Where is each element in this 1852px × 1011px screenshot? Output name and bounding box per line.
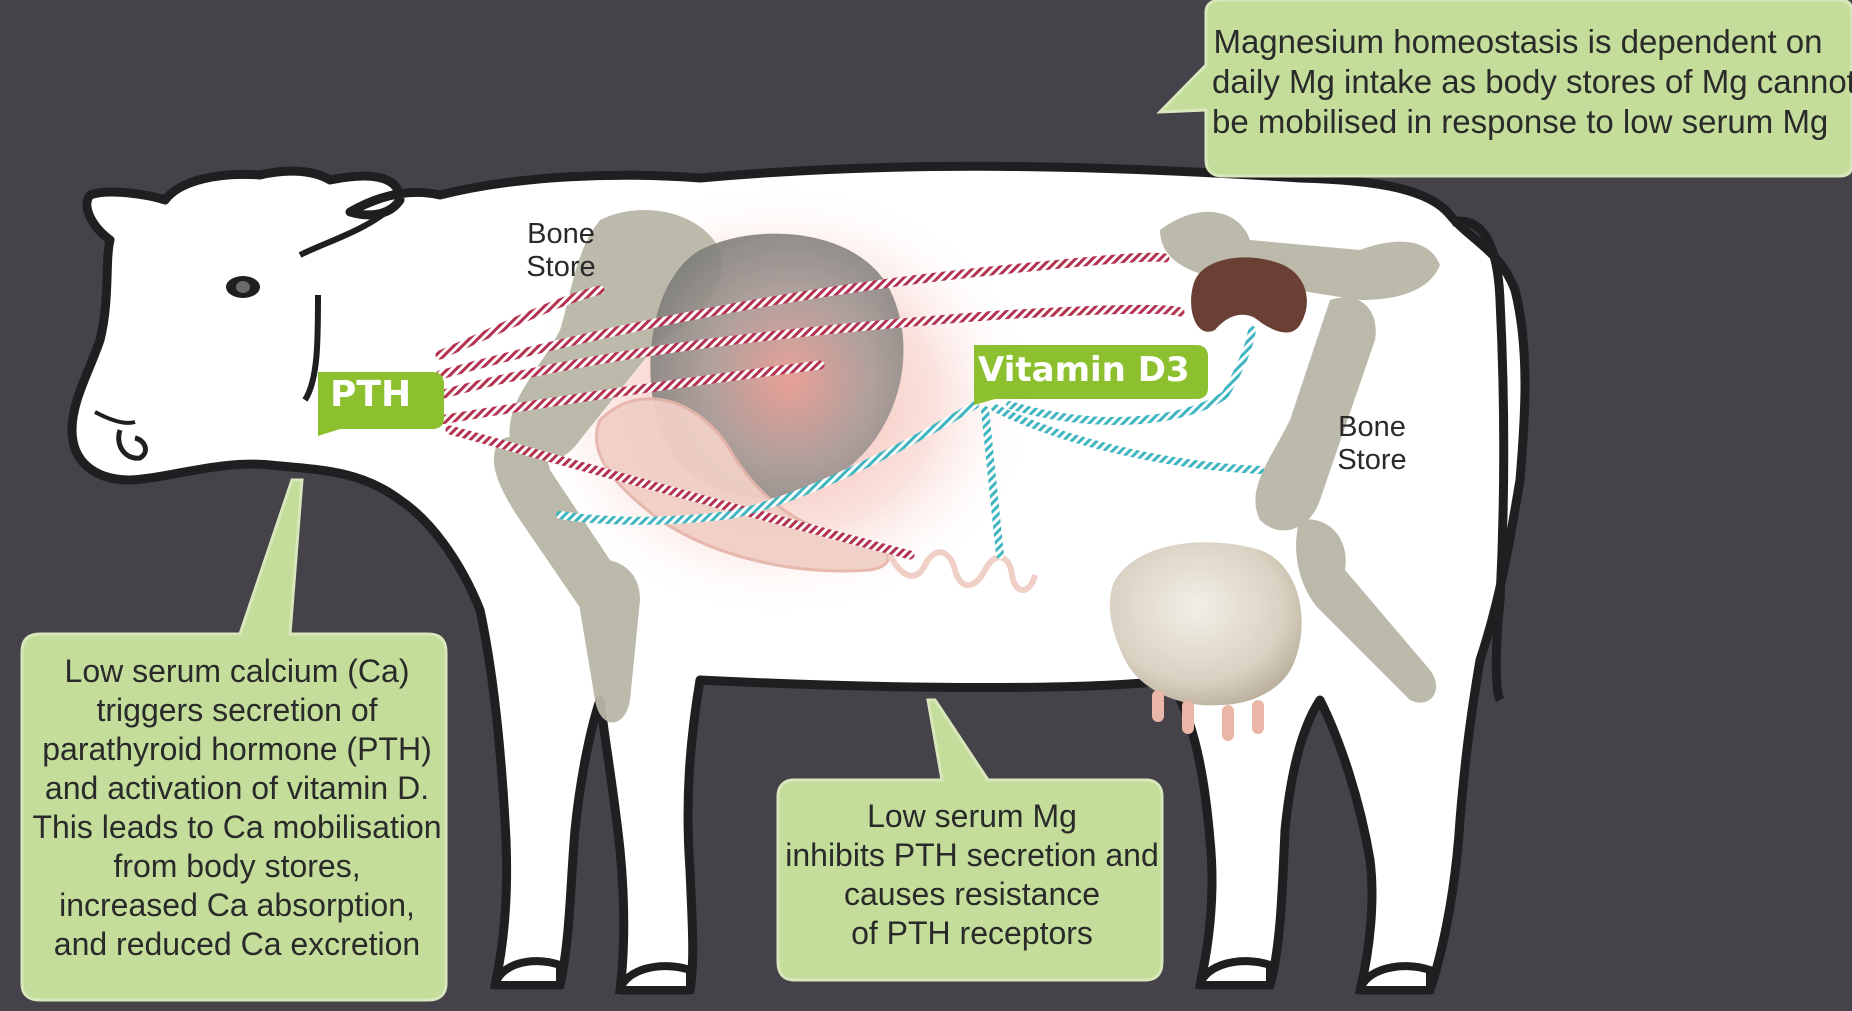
- callout-line: of PTH receptors: [782, 914, 1162, 953]
- bone-store-label-left: Bone Store: [506, 218, 616, 284]
- callout-line: parathyroid hormone (PTH): [22, 730, 452, 769]
- callout-line: increased Ca absorption,: [22, 886, 452, 925]
- callout-line: This leads to Ca mobilisation: [22, 808, 452, 847]
- callout-magnesium-text: Magnesium homeostasis is dependent on da…: [1212, 22, 1824, 142]
- eye-highlight: [236, 281, 250, 293]
- bone-store-line: Store: [1317, 444, 1427, 477]
- callout-line: daily Mg intake as body stores of Mg can…: [1212, 62, 1824, 102]
- bone-store-line: Bone: [1317, 411, 1427, 444]
- callout-line: from body stores,: [22, 847, 452, 886]
- callout-line: be mobilised in response to low serum Mg: [1212, 102, 1824, 142]
- bone-store-line: Bone: [506, 218, 616, 251]
- callout-line: Magnesium homeostasis is dependent on: [1212, 22, 1824, 62]
- callout-calcium-text: Low serum calcium (Ca) triggers secretio…: [22, 652, 452, 964]
- bone-store-label-right: Bone Store: [1317, 411, 1427, 477]
- vitamin-d3-label: Vitamin D3: [978, 350, 1190, 390]
- callout-line: Low serum Mg: [782, 797, 1162, 836]
- callout-line: triggers secretion of: [22, 691, 452, 730]
- callout-line: inhibits PTH secretion and: [782, 836, 1162, 875]
- callout-line: and reduced Ca excretion: [22, 925, 452, 964]
- callout-line: and activation of vitamin D.: [22, 769, 452, 808]
- callout-line: Low serum calcium (Ca): [22, 652, 452, 691]
- pth-label: PTH: [330, 374, 411, 415]
- callout-low-mg-text: Low serum Mg inhibits PTH secretion and …: [782, 797, 1162, 953]
- callout-line: causes resistance: [782, 875, 1162, 914]
- bone-store-line: Store: [506, 251, 616, 284]
